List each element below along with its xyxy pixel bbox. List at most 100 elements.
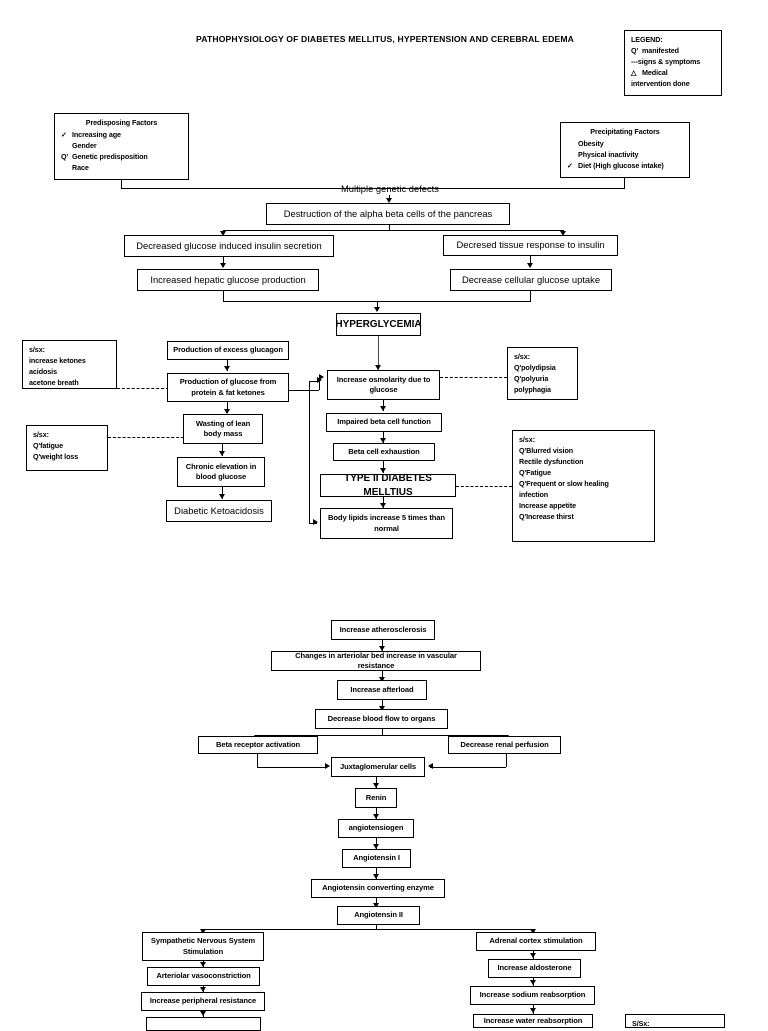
- legend-item-medical: △Medical: [631, 68, 715, 79]
- precipitating-factors-box: Precipitating Factors Obesity Physical i…: [560, 122, 690, 178]
- ssx-dm-label-1: Blurred vision: [526, 445, 574, 455]
- ssx-dm-item-5: infection: [519, 489, 549, 499]
- legend-label-manifested: manifested: [642, 45, 679, 55]
- connector-glucagon-down: [227, 360, 228, 371]
- connector-renin-down: [376, 808, 377, 819]
- precipitating-label-obesity: Obesity: [578, 138, 604, 148]
- node-beta-receptor-activation: Beta receptor activation: [198, 736, 318, 754]
- node-glucose-from-protein: Production of glucose from protein & fat…: [167, 373, 289, 402]
- legend-marker-manifested: Q': [631, 45, 639, 55]
- node-impaired-beta-cell: Impaired beta cell function: [326, 413, 442, 432]
- node-ace: Angiotensin converting enzyme: [311, 879, 445, 898]
- ssx-dm-item-6: Increase appetite: [519, 500, 577, 510]
- arrowhead-down: [530, 953, 536, 958]
- ssx-dm-label-4: Frequent or slow healing: [526, 478, 609, 488]
- connector-hyperglycemia-to-osmolarity: [378, 336, 379, 370]
- node-arteriolar-vasoconstriction: Arteriolar vasoconstriction: [147, 967, 260, 986]
- node-increased-hepatic-glucose: Increased hepatic glucose production: [137, 269, 319, 291]
- node-type-ii-diabetes: TYPE II DIABETES MELLTIUS: [320, 473, 456, 498]
- connector-destruction-down: [389, 225, 390, 230]
- precipitating-item-obesity: Obesity: [567, 139, 683, 150]
- connector-genetic-to-destruction: [389, 195, 390, 200]
- manifested-icon: Q': [33, 451, 41, 461]
- triangle-icon: △: [631, 67, 637, 77]
- legend-marker-signs: ---: [631, 56, 638, 66]
- node-hyperglycemia: HYPERGLYCEMIA: [335, 313, 422, 336]
- manifested-icon: Q': [519, 467, 527, 477]
- arrowhead-down: [560, 231, 566, 236]
- arrowhead-down: [373, 874, 379, 879]
- predisposing-heading: Predisposing Factors: [85, 118, 158, 127]
- manifested-icon: Q': [61, 151, 69, 161]
- arrowhead-down: [379, 677, 385, 682]
- predisposing-item-age: ✓Increasing age: [61, 130, 182, 141]
- node-decrease-cellular-uptake: Decrease cellular glucose uptake: [450, 269, 612, 291]
- node-juxtaglomerular-cells: Juxtaglomerular cells: [331, 757, 425, 777]
- ssx-polys-item-1: Q'polydipsia: [514, 363, 571, 374]
- arrowhead-down: [380, 468, 386, 473]
- arrowhead-down: [380, 503, 386, 508]
- legend-label-intervention: intervention done: [631, 78, 690, 88]
- check-icon: ✓: [61, 129, 67, 139]
- arrowhead-down: [219, 494, 225, 499]
- node-increase-water: Increase water reabsorption: [473, 1014, 593, 1028]
- connector-tissue-to-uptake: [530, 256, 531, 267]
- precipitating-label-diet: Diet (High glucose intake): [578, 160, 664, 170]
- connector-angiotensin-ii-down: [376, 925, 377, 929]
- node-increase-sodium: Increase sodium reabsorption: [470, 986, 595, 1005]
- ssx-polys-item-3: polyphagia: [514, 384, 551, 394]
- feedback-rail-vertical: [309, 381, 310, 523]
- legend-box: LEGEND: Q'manifested ---signs & symptoms…: [624, 30, 722, 96]
- connector-hepatic-down: [223, 291, 224, 301]
- ssx-ketones-item-1: increase ketones: [29, 355, 86, 365]
- arrowhead-down: [375, 365, 381, 370]
- connector-precipitating-down: [624, 178, 625, 188]
- arrowhead-down: [379, 646, 385, 651]
- precipitating-item-inactivity: Physical inactivity: [567, 150, 683, 161]
- arrowhead-down: [379, 706, 385, 711]
- dashed-connector-ketones: [117, 388, 169, 389]
- connector-angiotensin-i-down: [376, 868, 377, 879]
- ssx-fatigue-box: s/sx: Q'fatigue Q'weight loss: [26, 425, 108, 471]
- connector-bloodflow-down: [382, 729, 383, 735]
- predisposing-item-genetic: Q'Genetic predisposition: [61, 152, 182, 163]
- node-bottom-left-clipped: [146, 1017, 261, 1031]
- legend-item-intervention: intervention done: [631, 79, 715, 90]
- node-adrenal-cortex: Adrenal cortex stimulation: [476, 932, 596, 951]
- arrowhead-down: [530, 929, 536, 934]
- arrowhead-down: [200, 987, 206, 992]
- arrowhead-down: [380, 438, 386, 443]
- connector-renal-left: [430, 767, 506, 768]
- connector-wasting-down: [222, 444, 223, 456]
- connector-protein-up: [319, 378, 320, 390]
- arrowhead-right: [313, 519, 318, 525]
- connector-renal-down: [506, 754, 507, 767]
- connector-afterload-down: [382, 700, 383, 711]
- arrowhead-down: [220, 263, 226, 268]
- arrowhead-down: [530, 980, 536, 985]
- legend-item-manifested: Q'manifested: [631, 46, 715, 57]
- ssx-polys-label-1: polydipsia: [521, 362, 556, 372]
- ssx-dm-item-3: Q'Fatigue: [519, 468, 648, 479]
- feedback-rail-top: [309, 381, 317, 382]
- arrowhead-down: [224, 366, 230, 371]
- ssx-dm-major-box: s/sx: Q'Blurred vision Rectile dysfuncti…: [512, 430, 655, 542]
- connector-arteriolar-down: [382, 671, 383, 682]
- predisposing-label-genetic: Genetic predisposition: [72, 151, 148, 161]
- connector-protein-to-wasting: [227, 402, 228, 413]
- arrowhead-down: [373, 903, 379, 908]
- node-sns-stimulation: Sympathetic Nervous System Stimulation: [142, 932, 264, 961]
- manifested-icon: Q': [519, 478, 527, 488]
- predisposing-label-gender: Gender: [72, 140, 97, 150]
- node-multiple-genetic-defects: Multiple genetic defects: [341, 182, 439, 194]
- arrowhead-down: [224, 409, 230, 414]
- connector-exhaustion-down: [383, 461, 384, 473]
- manifested-icon: Q': [514, 362, 522, 372]
- ssx-dm-heading: s/sx:: [519, 435, 535, 444]
- node-chronic-elevation: Chronic elevation in blood glucose: [177, 457, 265, 487]
- connector-athero-down: [382, 640, 383, 651]
- check-icon: ✓: [567, 160, 573, 170]
- node-increase-afterload: Increase afterload: [337, 680, 427, 700]
- predisposing-label-race: Race: [72, 162, 89, 172]
- arrowhead-down: [219, 451, 225, 456]
